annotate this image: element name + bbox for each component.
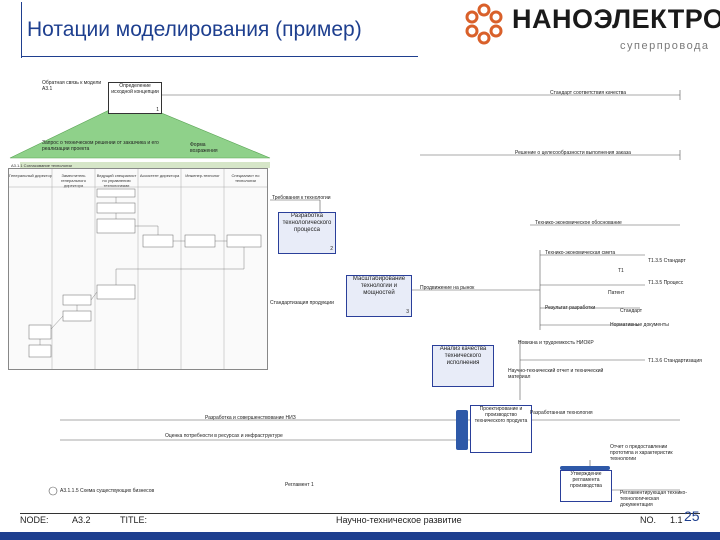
output-0: Т1.3.5 Стандарт [648, 258, 686, 264]
slide-title: Нотации моделирования (пример) [27, 18, 362, 41]
tech-requirements-label: Требования к технологии [272, 195, 331, 201]
lower-label-3: Научно-технический отчет и технический м… [508, 368, 604, 380]
lane-header-1: Заместитель генерального директора [61, 173, 86, 188]
lane-header-0: Генеральный директор [9, 173, 52, 178]
tech-product-box-label: Проектирование и производство техническо… [474, 406, 528, 424]
right-label-7: Нормативные документы [610, 322, 669, 328]
concept-definition-box-label: Определение исходной концепции [111, 83, 159, 95]
logo-wordmark: НАНОЭЛЕКТРО [512, 4, 720, 34]
tech-product-box[interactable]: Проектирование и производство техническо… [470, 405, 532, 453]
request-label: Запрос о техническом решении от заказчик… [42, 140, 159, 152]
resources-label: Оценка потребности в ресурсах и инфрастр… [165, 433, 283, 439]
prototype-report-label: Отчет о предоставлении прототипа и харак… [610, 444, 673, 462]
scaling-box-label: Масштабирование технологии и мощностей [352, 276, 406, 296]
concept-definition-box-number: 1 [156, 107, 159, 113]
page-number: 25 [684, 508, 700, 524]
lower-label-1: Новизна и трудоемкость НИОКР [518, 340, 594, 346]
standardization-label: Стандартизация продукции [270, 300, 334, 306]
footer-node-label: NODE: [20, 515, 49, 525]
lower-label-2: Разработанная технология [530, 410, 593, 416]
footer-no-value: 1.1 [670, 515, 683, 525]
idef-footer: NODE: А3.2 TITLE: Научно-техническое раз… [20, 513, 700, 528]
rnd-label: Разработка и совершенствование НИЗ [205, 415, 296, 421]
regulation-box[interactable]: Утверждение регламента производства [560, 470, 612, 502]
regulation-docs-label: Регламентирующая технико-технологическая… [620, 490, 687, 508]
output-1: Т1.3.5 Процесс [648, 280, 684, 286]
process-development-box-label: Разработка технологического процесса [282, 213, 332, 233]
right-label-1: Решение о целесообразности выполнения за… [515, 150, 631, 156]
swimlane-diagram[interactable]: А3.1.1 Согласование технологии Генеральн… [8, 163, 268, 370]
scaling-box-number: 3 [406, 309, 409, 315]
process-development-box-number: 2 [330, 246, 333, 252]
lane-header-4: Инженер-технолог [185, 173, 220, 178]
legend-label: А3.1.1.5 Схема существующих бизнесов [60, 488, 155, 494]
right-label-3: Технико-экономическая смета [545, 250, 616, 256]
right-label-6: Результат разработки [545, 305, 596, 311]
feedback-label: Обратная связь к модели А3.1 [42, 80, 102, 92]
market-promotion-label: Продвижение на рынок [420, 285, 475, 291]
right-label-0: Стандарт соответствия качества [550, 90, 627, 96]
output-3: Т1.3.6 Стандартизация [648, 358, 702, 364]
swimlane-title: А3.1.1 Согласование технологии [11, 163, 72, 168]
footer-no-label: NO. [640, 515, 657, 525]
scaling-box[interactable]: Масштабирование технологии и мощностей 3 [346, 275, 412, 317]
logo-tagline: суперпровода [620, 40, 710, 52]
footer-title-value: Научно-техническое развитие [336, 515, 462, 525]
output-2: Стандарт [620, 308, 643, 314]
swimlane-grid [9, 169, 267, 369]
tech-product-marker [456, 410, 468, 450]
quality-analysis-box-label: Анализ качества технического исполнения [439, 346, 487, 366]
legend-circle-icon [48, 486, 58, 496]
bottom-brand-bar [0, 532, 720, 540]
regulation-marker [560, 466, 610, 470]
header-left-rule [21, 2, 22, 58]
process-development-box[interactable]: Разработка технологического процесса 2 [278, 212, 336, 254]
footer-title-label: TITLE: [120, 515, 148, 525]
objection-form-label: Форма возражения [190, 142, 218, 154]
footnote-label: Регламент 1 [285, 482, 314, 488]
footer-node-value: А3.2 [72, 515, 91, 525]
right-label-4: Т1 [618, 268, 624, 274]
regulation-box-label: Утверждение регламента производства [570, 471, 602, 489]
lane-header-3: Ассистент директора [139, 173, 180, 178]
lane-header-2: Ведущий специалист по управлению техноло… [96, 173, 137, 188]
lane-header-5: Специалист по технологии [231, 173, 260, 183]
concept-definition-box[interactable]: Определение исходной концепции 1 [108, 82, 162, 114]
header-underline [22, 56, 418, 57]
hexagon-logo-icon [465, 3, 503, 45]
right-label-2: Технико-экономическое обоснование [535, 220, 622, 226]
company-logo: НАНОЭЛЕКТРО суперпровода [460, 0, 720, 60]
right-label-5: Патент [608, 290, 625, 296]
quality-analysis-box[interactable]: Анализ качества технического исполнения [432, 345, 494, 387]
